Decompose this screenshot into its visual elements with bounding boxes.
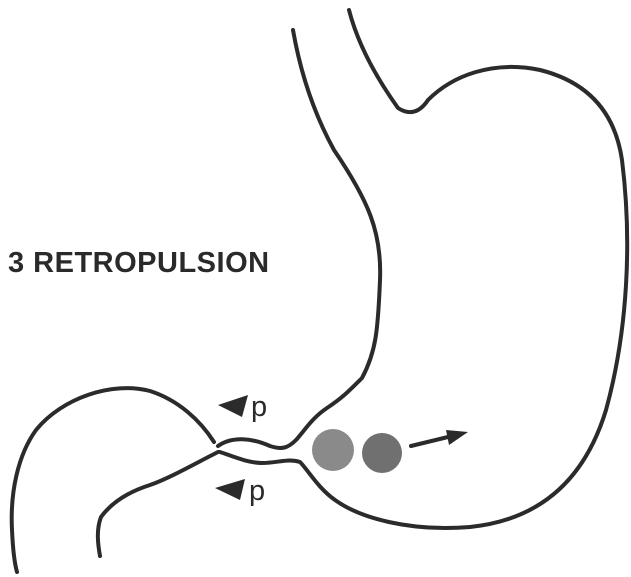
lesser-curvature-outline xyxy=(218,30,380,448)
greater-curvature-outline xyxy=(220,10,627,528)
pressure-arrowhead-upper xyxy=(218,395,248,417)
movement-arrow xyxy=(411,430,468,446)
diagram-title: 3 RETROPULSION xyxy=(8,247,270,280)
pressure-arrowhead-lower xyxy=(215,479,245,500)
pressure-label-lower: p xyxy=(249,477,265,506)
pressure-label-upper: p xyxy=(251,393,267,422)
bolus-solid xyxy=(362,433,402,473)
bolus-textured xyxy=(312,429,354,471)
duodenum-lower-outline xyxy=(98,452,218,556)
duodenum-upper-outline xyxy=(12,388,214,572)
